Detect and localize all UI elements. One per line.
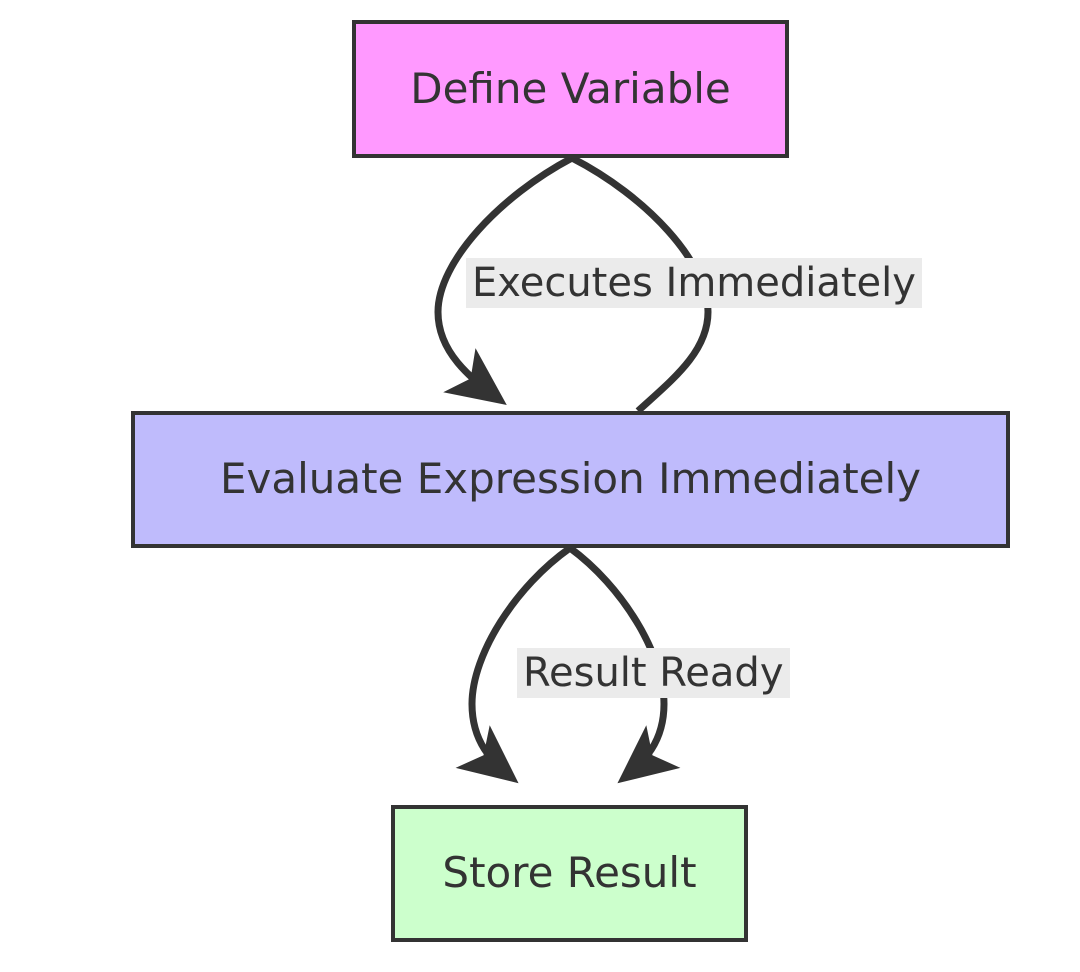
edge-label-executes-immediately: Executes Immediately xyxy=(466,258,922,308)
node-evaluate-expression[interactable]: Evaluate Expression Immediately xyxy=(131,411,1010,548)
node-evaluate-expression-label: Evaluate Expression Immediately xyxy=(219,454,922,504)
node-store-result[interactable]: Store Result xyxy=(391,805,748,942)
edge-label-result-ready: Result Ready xyxy=(517,648,790,698)
node-store-result-label: Store Result xyxy=(442,848,697,898)
node-define-variable[interactable]: Define Variable xyxy=(352,20,789,158)
edge-define-to-evaluate-left-curve xyxy=(434,154,574,405)
edge-evaluate-to-store-left-curve xyxy=(455,545,573,784)
node-define-variable-label: Define Variable xyxy=(410,63,731,113)
